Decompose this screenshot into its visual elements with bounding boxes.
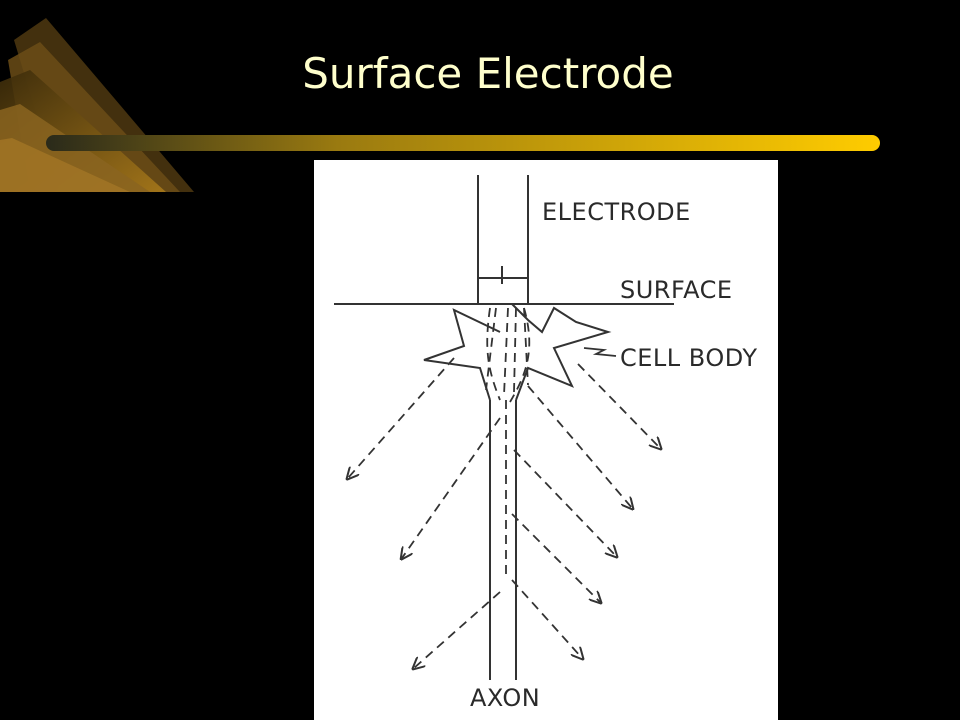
label-electrode: ELECTRODE <box>542 198 691 226</box>
label-axon: AXON <box>470 684 540 712</box>
label-cell-body: CELL BODY <box>620 344 758 372</box>
axon-outline <box>489 400 517 680</box>
cell-body-outline <box>423 303 612 401</box>
current-flow-lines <box>485 307 531 580</box>
electrode-shaft <box>477 175 529 304</box>
decorative-gradient-graphic <box>0 18 880 192</box>
cell-body-pointer <box>583 347 617 357</box>
label-surface: SURFACE <box>620 276 733 304</box>
surface-electrode-diagram: ELECTRODE SURFACE CELL BODY AXON <box>314 160 778 720</box>
slide-title: Surface Electrode <box>302 49 674 98</box>
diagram-svg: ELECTRODE SURFACE CELL BODY AXON <box>334 175 758 712</box>
title-underline-bar <box>46 135 880 151</box>
field-arrows <box>348 357 660 668</box>
